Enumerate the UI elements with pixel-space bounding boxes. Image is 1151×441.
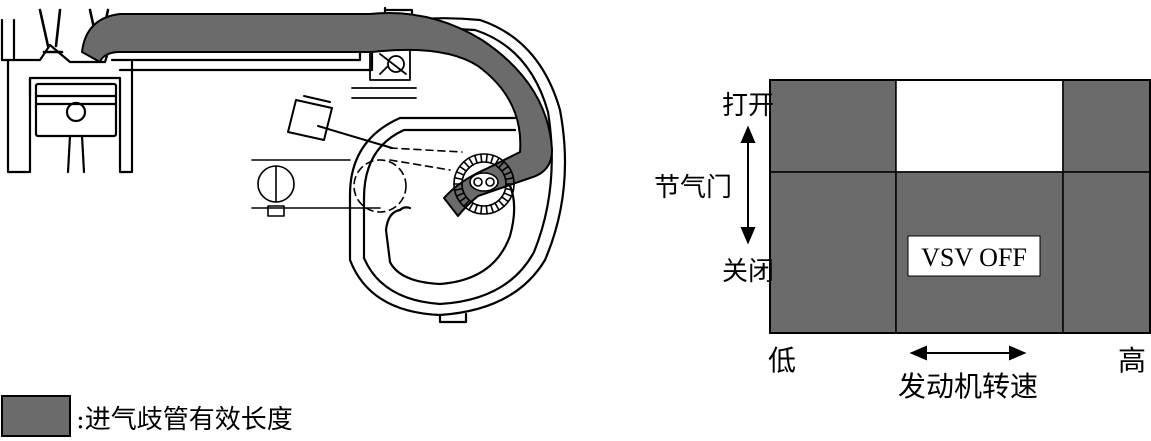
control-valve xyxy=(352,46,416,98)
legend-label: :进气歧管有效长度 xyxy=(76,405,293,435)
gear-tooth xyxy=(475,155,477,163)
grid-cell-r2-c1 xyxy=(770,172,896,333)
y-axis-arrow-icon xyxy=(742,128,754,242)
gear-tooth xyxy=(486,206,487,214)
gear-tooth xyxy=(495,203,499,210)
gear-tooth xyxy=(491,205,493,213)
gear-tooth xyxy=(460,166,466,171)
x-axis-title: 发动机转速 xyxy=(898,370,1038,403)
gear-tooth xyxy=(475,205,477,213)
x-label-high: 高 xyxy=(1118,344,1146,377)
grid-cell-r2-c3 xyxy=(1063,172,1150,333)
grid-cell-r1-c3 xyxy=(1063,80,1150,172)
piston xyxy=(36,84,116,172)
intake-manifold-illustration xyxy=(2,8,565,322)
gear-tooth xyxy=(464,162,469,168)
gear-tooth xyxy=(499,200,504,206)
gear-tooth xyxy=(457,172,464,175)
x-axis-arrow-icon xyxy=(912,347,1024,359)
gear-tooth xyxy=(504,193,511,196)
grid-cell-r1-c2 xyxy=(896,80,1063,172)
gear-tooth xyxy=(481,206,482,214)
x-label-low: 低 xyxy=(768,344,796,377)
grid-cell-r1-c1 xyxy=(770,80,896,172)
dashed-chamber xyxy=(354,148,462,212)
gear-tooth xyxy=(502,197,508,202)
grid-cells xyxy=(770,80,1150,333)
throttle-rpm-grid: VSV OFF 打开 节气门 关闭 低 高 发动机转速 xyxy=(654,80,1150,403)
y-label-closed: 关闭 xyxy=(722,257,774,287)
legend: :进气歧管有效长度 xyxy=(2,396,293,436)
gear-tooth xyxy=(455,178,463,180)
y-label-open: 打开 xyxy=(722,91,774,121)
y-label-throttle: 节气门 xyxy=(654,173,732,203)
gear-tooth xyxy=(469,158,473,165)
region-label: VSV OFF xyxy=(921,243,1027,272)
gear-tooth xyxy=(486,154,487,162)
gear-tooth xyxy=(481,154,482,162)
vsv-actuator xyxy=(288,96,392,148)
legend-swatch xyxy=(2,396,70,436)
gear-tooth xyxy=(491,155,493,163)
spiral-lip xyxy=(400,207,410,210)
